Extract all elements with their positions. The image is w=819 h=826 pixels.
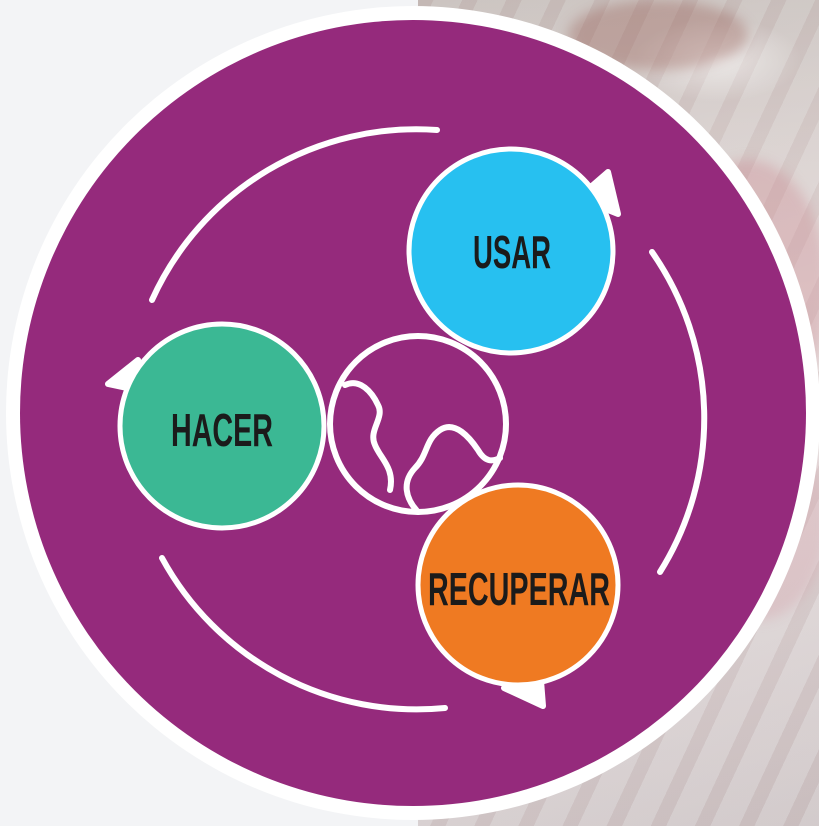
node-usar-circle (406, 146, 616, 356)
node-usar-label: USAR (473, 226, 551, 278)
node-usar: USAR (406, 146, 616, 356)
node-hacer-circle (117, 321, 327, 531)
cycle-arcs (149, 126, 708, 713)
node-hacer-label: HACER (171, 404, 273, 456)
arc-top (149, 126, 440, 303)
node-hacer: HACER (117, 321, 327, 531)
arc-bottom (159, 555, 448, 713)
node-recuperar-label: RECUPERAR (428, 563, 610, 615)
node-recuperar-circle (415, 482, 621, 688)
arc-right (649, 249, 708, 575)
globe-icon (327, 333, 509, 515)
node-recuperar: RECUPERAR (415, 482, 621, 688)
